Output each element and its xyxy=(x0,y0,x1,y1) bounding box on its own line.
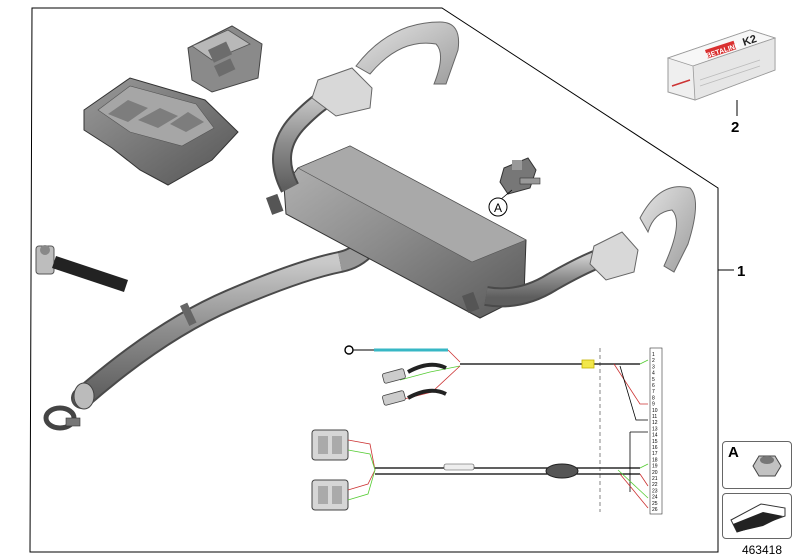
marker-a-leader xyxy=(499,189,513,201)
pipe-clamp xyxy=(43,405,81,431)
wiring-harness xyxy=(311,345,663,515)
legend-box-a: A xyxy=(722,441,792,489)
harness-pin-2: 2 xyxy=(652,358,655,364)
wedge-icon xyxy=(730,503,786,533)
marker-a-label: A xyxy=(494,201,502,215)
heat-shield xyxy=(83,77,239,186)
harness-pin-12: 12 xyxy=(652,420,658,426)
harness-pin-5: 5 xyxy=(652,377,655,383)
harness-pin-4: 4 xyxy=(652,371,655,377)
harness-plug-lower xyxy=(311,479,349,511)
harness-pin-21: 21 xyxy=(652,476,658,482)
pack-model: K2 xyxy=(741,33,758,49)
harness-pin-20: 20 xyxy=(652,470,658,476)
exhaust-tip-trim-lower xyxy=(639,186,696,273)
harness-pin-23: 23 xyxy=(652,488,658,494)
sensor-with-label xyxy=(35,245,128,292)
harness-pin-1: 1 xyxy=(652,352,655,358)
harness-pin-26: 26 xyxy=(652,507,658,513)
bracket-a xyxy=(499,157,541,195)
callout-2-label: 2 xyxy=(731,119,739,136)
callout-1-label: 1 xyxy=(737,263,745,280)
harness-pin-24: 24 xyxy=(652,495,658,501)
diagram-id: 463418 xyxy=(741,543,782,557)
harness-pin-3: 3 xyxy=(652,364,655,370)
harness-pin-14: 14 xyxy=(652,433,658,439)
mounting-bracket xyxy=(187,25,263,93)
exhaust-system xyxy=(71,67,639,410)
harness-pin-18: 18 xyxy=(652,457,658,463)
harness-pin-17: 17 xyxy=(652,451,658,457)
harness-pin-9: 9 xyxy=(652,402,655,408)
harness-plug-upper xyxy=(311,429,349,461)
harness-pin-16: 16 xyxy=(652,445,658,451)
exhaust-tip-trim-upper xyxy=(355,21,460,85)
harness-pin-8: 8 xyxy=(652,395,655,401)
harness-pin-25: 25 xyxy=(652,501,658,507)
harness-pin-11: 11 xyxy=(652,414,657,420)
harness-pin-10: 10 xyxy=(652,408,658,414)
harness-pin-19: 19 xyxy=(652,464,658,470)
marker-a-circle xyxy=(488,197,508,217)
hex-nut-icon xyxy=(752,455,782,477)
harness-pin-22: 22 xyxy=(652,482,658,488)
harness-pin-6: 6 xyxy=(652,383,655,389)
harness-pin-15: 15 xyxy=(652,439,658,445)
harness-pin-7: 7 xyxy=(652,389,655,395)
paste-package-2: BETALINK K2 xyxy=(666,29,777,101)
legend-letter-a: A xyxy=(728,444,739,461)
harness-pin-labels: 1234567891011121314151617181920212223242… xyxy=(652,352,658,513)
harness-pin-13: 13 xyxy=(652,426,658,432)
legend-box-wedge xyxy=(722,493,792,539)
assembly-frame xyxy=(29,7,719,553)
harness-pin-strip xyxy=(649,347,663,515)
